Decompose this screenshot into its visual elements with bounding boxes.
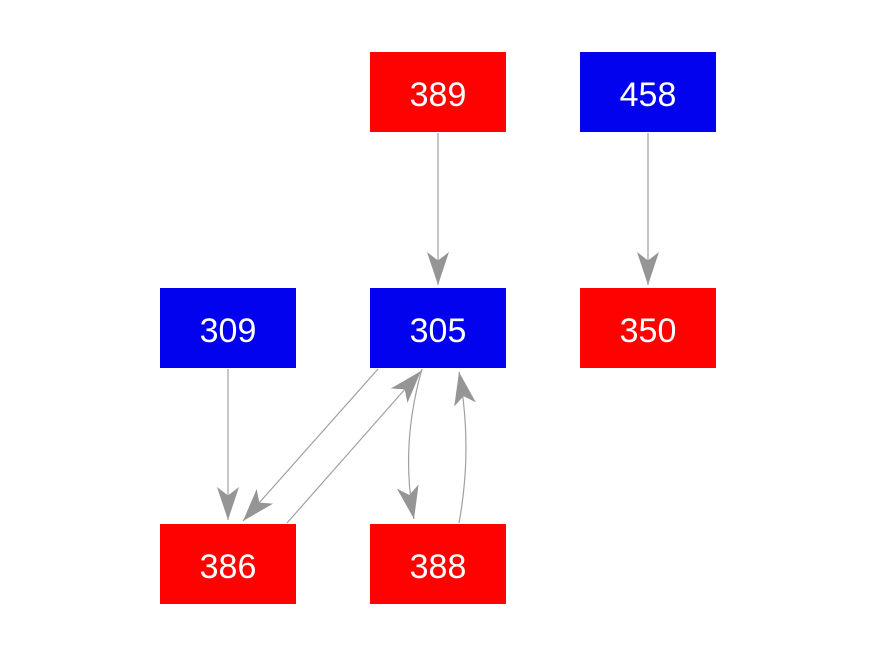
node-label: 305 [409, 311, 467, 350]
node-label: 350 [619, 311, 677, 350]
graph-node: 388 [370, 524, 506, 604]
node-label: 458 [619, 75, 677, 114]
graph-node: 458 [580, 52, 716, 132]
graph-edge [454, 371, 476, 524]
node-label: 309 [199, 311, 257, 350]
node-label: 389 [409, 75, 467, 114]
graph-node: 305 [370, 288, 506, 368]
graph-edge [286, 370, 422, 524]
graph-node: 386 [160, 524, 296, 604]
graph-edge [242, 368, 379, 522]
graph-node: 350 [580, 288, 716, 368]
graph-node: 309 [160, 288, 296, 368]
graph-node: 389 [370, 52, 506, 132]
graph-edge [396, 368, 423, 520]
node-label: 388 [409, 547, 467, 586]
node-label: 386 [199, 547, 257, 586]
